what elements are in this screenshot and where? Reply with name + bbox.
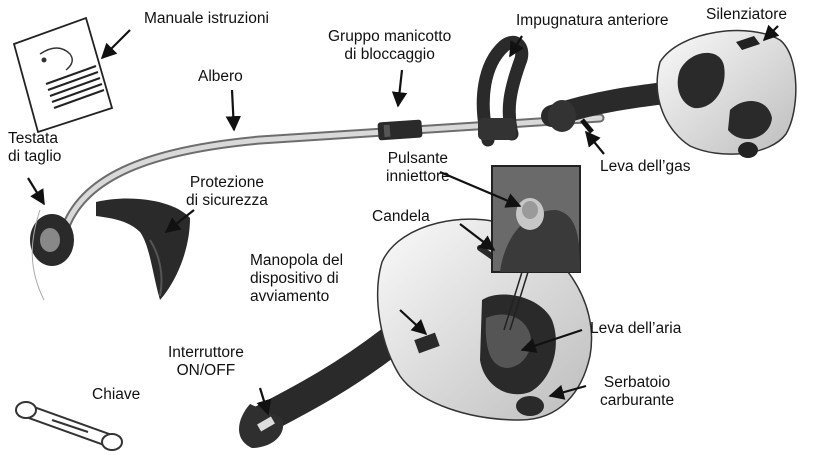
label-throttle: Leva dell’gas (600, 158, 690, 176)
label-on-off-switch: Interruttore ON/OFF (168, 344, 244, 380)
label-muffler: Silenziatore (706, 6, 787, 24)
label-cutting-head: Testata di taglio (8, 130, 61, 166)
label-front-handle: Impugnatura anteriore (516, 12, 669, 30)
label-locking-sleeve: Gruppo manicotto di bloccaggio (328, 28, 451, 64)
label-manual: Manuale istruzioni (144, 10, 269, 28)
label-wrench: Chiave (92, 386, 140, 404)
label-choke: Leva dell’aria (590, 320, 681, 338)
label-spark-plug: Candela (372, 208, 430, 226)
wrench-illustration (16, 402, 122, 450)
label-starter-handle: Manopola del dispositivo di avviamento (250, 252, 343, 306)
label-guard: Protezione di sicurezza (186, 174, 268, 210)
label-primer-bulb: Pulsante inniettore (386, 150, 450, 186)
manual-illustration (14, 18, 112, 132)
label-fuel-tank: Serbatoio carburante (600, 374, 674, 410)
label-shaft: Albero (198, 68, 243, 86)
